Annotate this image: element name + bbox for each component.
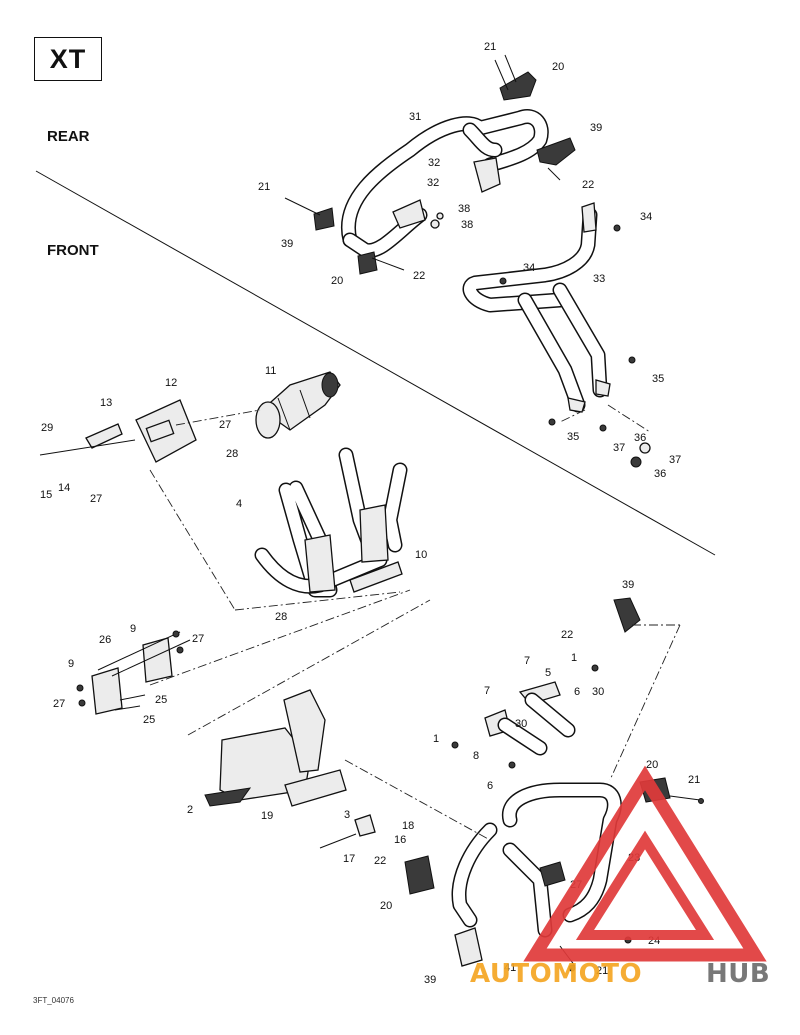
- callout-20: 20: [646, 759, 658, 771]
- callout-27: 27: [53, 698, 65, 710]
- callout-6: 6: [487, 780, 493, 792]
- callout-3: 3: [344, 809, 350, 821]
- callout-15: 15: [40, 489, 52, 501]
- callout-36: 36: [634, 432, 646, 444]
- callout-22: 22: [561, 629, 573, 641]
- watermark-text-hub: HUB: [706, 959, 770, 989]
- callout-11: 11: [265, 365, 276, 377]
- callout-2: 2: [187, 804, 193, 816]
- callout-22: 22: [374, 855, 386, 867]
- callout-18: 18: [402, 820, 414, 832]
- callout-37: 37: [613, 442, 625, 454]
- callout-20: 20: [380, 900, 392, 912]
- front-link-parts: [451, 664, 599, 769]
- callout-13: 13: [100, 397, 112, 409]
- callout-labels: 21 20 31 39 32 22 21 32 38 38 34 39 20 2…: [40, 41, 700, 986]
- callout-20: 20: [331, 275, 343, 287]
- callout-33: 33: [593, 273, 605, 285]
- callout-20: 20: [552, 61, 564, 73]
- callout-14: 14: [58, 482, 70, 494]
- mount-plates: [76, 630, 191, 715]
- callout-38: 38: [458, 203, 470, 215]
- callout-34: 34: [640, 211, 652, 223]
- callout-12: 12: [165, 377, 177, 389]
- callout-29: 29: [41, 422, 53, 434]
- callout-34: 34: [523, 262, 535, 274]
- callout-28: 28: [226, 448, 238, 460]
- winch-assembly: [39, 371, 341, 463]
- callout-27: 27: [90, 493, 102, 505]
- rear-section-label: REAR: [47, 128, 90, 145]
- skid-plate-and-frame-block: [149, 589, 431, 849]
- callout-4: 4: [236, 498, 242, 510]
- callout-39: 39: [590, 122, 602, 134]
- callout-17: 17: [343, 853, 355, 865]
- callout-1: 1: [433, 733, 439, 745]
- section-divider: [35, 170, 716, 556]
- drawing-code: 3FT_04076: [33, 996, 74, 1005]
- callout-28: 28: [275, 611, 287, 623]
- rear-brackets: [313, 71, 576, 275]
- callout-10: 10: [415, 549, 427, 561]
- callout-21: 21: [596, 965, 608, 977]
- callout-30: 30: [592, 686, 604, 698]
- watermark-text-automoto: AUTOMOTO: [470, 959, 642, 989]
- front-bumper-frame-upper: [462, 202, 611, 413]
- callout-6: 6: [574, 686, 580, 698]
- callout-39: 39: [424, 974, 436, 986]
- callout-35: 35: [567, 431, 579, 443]
- callout-22: 22: [582, 179, 594, 191]
- callout-30: 30: [515, 718, 527, 730]
- callout-7: 7: [484, 685, 490, 697]
- callout-7: 7: [524, 655, 530, 667]
- model-badge: XT: [34, 37, 102, 81]
- rear-fasteners: [284, 54, 651, 468]
- callout-37: 37: [669, 454, 681, 466]
- callout-22: 22: [413, 270, 425, 282]
- callout-39: 39: [622, 579, 634, 591]
- callout-26: 26: [99, 634, 111, 646]
- callout-32: 32: [427, 177, 439, 189]
- rear-bumper-frame: [341, 109, 549, 259]
- callout-36: 36: [654, 468, 666, 480]
- callout-9: 9: [130, 623, 136, 635]
- callout-39: 39: [281, 238, 293, 250]
- callout-21: 21: [484, 41, 496, 53]
- callout-35: 35: [652, 373, 664, 385]
- callout-27: 27: [219, 419, 231, 431]
- callout-41: 41: [504, 962, 516, 974]
- callout-25: 25: [155, 694, 167, 706]
- callout-38: 38: [461, 219, 473, 231]
- callout-1: 1: [571, 652, 577, 664]
- callout-8: 8: [473, 750, 479, 762]
- callout-21: 21: [688, 774, 700, 786]
- callout-16: 16: [394, 834, 406, 846]
- callout-9: 9: [68, 658, 74, 670]
- front-section-label: FRONT: [47, 242, 99, 259]
- callout-31: 31: [409, 111, 421, 123]
- callout-21: 21: [258, 181, 270, 193]
- watermark-logo: AUTOMOTO HUB: [470, 765, 770, 989]
- callout-19: 19: [261, 810, 273, 822]
- winch-support-frame: [149, 447, 408, 611]
- callout-25: 25: [143, 714, 155, 726]
- callout-32: 32: [428, 157, 440, 169]
- callout-5: 5: [545, 667, 551, 679]
- callout-27: 27: [192, 633, 204, 645]
- front-bumper-frame-lower: [344, 597, 704, 972]
